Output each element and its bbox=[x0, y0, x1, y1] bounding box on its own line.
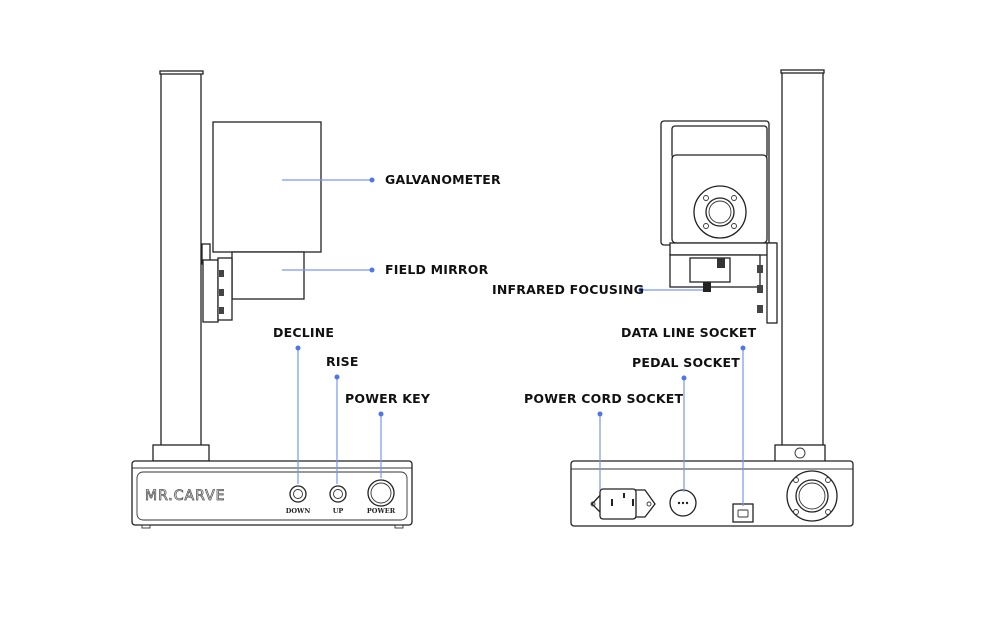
front-view-machine: DOWN UP POWER MR.CARVE bbox=[131, 70, 413, 529]
down-button bbox=[289, 485, 307, 503]
up-button bbox=[329, 485, 347, 503]
label-power-cord-socket: POWER CORD SOCKET bbox=[524, 391, 684, 406]
screw bbox=[219, 307, 224, 314]
field-mirror-box bbox=[231, 251, 305, 300]
label-field-mirror: FIELD MIRROR bbox=[385, 262, 489, 277]
label-rise: RISE bbox=[326, 354, 359, 369]
back-leaders bbox=[597, 287, 746, 506]
power-button bbox=[367, 479, 395, 507]
front-bracket bbox=[202, 259, 219, 323]
label-decline: DECLINE bbox=[273, 325, 335, 340]
label-galvanometer: GALVANOMETER bbox=[385, 172, 501, 187]
data-line-socket bbox=[732, 503, 754, 523]
galvanometer-box bbox=[212, 121, 322, 253]
back-column bbox=[781, 70, 824, 447]
power-label: POWER bbox=[367, 507, 396, 515]
back-view-machine bbox=[570, 69, 854, 527]
front-base bbox=[131, 460, 413, 526]
label-pedal-socket: PEDAL SOCKET bbox=[632, 355, 741, 370]
label-power-key: POWER KEY bbox=[345, 391, 431, 406]
front-column-cap bbox=[159, 70, 204, 75]
label-infrared-focusing: INFRARED FOCUSING bbox=[492, 282, 645, 297]
back-column-foot bbox=[774, 444, 826, 463]
front-panel bbox=[136, 471, 408, 521]
label-data-line-socket: DATA LINE SOCKET bbox=[621, 325, 757, 340]
front-column bbox=[160, 72, 202, 449]
screw bbox=[219, 289, 224, 296]
brand-logo: MR.CARVE bbox=[145, 488, 226, 504]
front-leaders bbox=[282, 177, 384, 484]
up-label: UP bbox=[333, 507, 344, 515]
down-label: DOWN bbox=[286, 507, 311, 515]
screw bbox=[219, 270, 224, 277]
front-column-foot bbox=[152, 444, 210, 462]
infrared-focus-knob bbox=[703, 282, 711, 292]
